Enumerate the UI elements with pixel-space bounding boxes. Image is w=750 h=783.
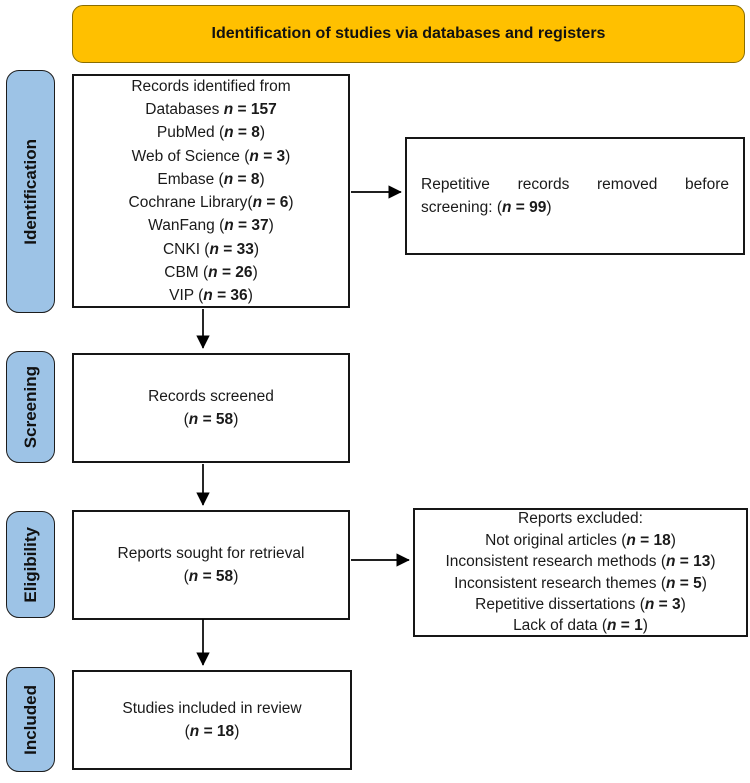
text-line: (n = 58)	[183, 568, 239, 585]
text-line: Not original articles (n = 18)	[485, 531, 676, 549]
text-line: VIP (n = 36)	[169, 287, 253, 304]
text-line: Studies included in review	[122, 699, 302, 717]
text-line: Databases n = 157	[145, 101, 277, 118]
stage-label-text: Screening	[20, 365, 40, 449]
text-line: screening: (n = 99)	[421, 199, 552, 216]
box-reports-excluded: Reports excluded: Not original articles (…	[413, 508, 748, 637]
text-line: Inconsistent research methods (n = 13)	[445, 553, 716, 571]
stage-label-text: Included	[20, 684, 40, 755]
stage-label-eligibility: Eligibility	[6, 511, 55, 618]
stage-label-included: Included	[6, 667, 55, 772]
text-line: Records screened	[148, 387, 274, 405]
text-line: Web of Science (n = 3)	[131, 147, 291, 165]
text-line: Reports excluded:	[518, 510, 643, 528]
stage-label-identification: Identification	[6, 70, 55, 313]
stage-label-text: Identification	[20, 138, 40, 245]
stage-label-text: Eligibility	[20, 526, 40, 603]
box-records-removed: Repetitive records removed before screeni…	[405, 137, 745, 255]
stage-label-screening: Screening	[6, 351, 55, 463]
text-line: WanFang (n = 37)	[148, 217, 274, 235]
text-line: Embase (n = 8)	[157, 170, 265, 188]
text-line: Lack of data (n = 1)	[513, 617, 648, 635]
box-studies-included: Studies included in review (n = 18)	[72, 670, 352, 770]
text-line: Records identified from	[131, 77, 291, 95]
text-line: (n = 58)	[183, 411, 239, 428]
text-line: Inconsistent research themes (n = 5)	[454, 574, 707, 592]
text-line: Reports sought for retrieval	[117, 544, 305, 562]
banner-title: Identification of studies via databases …	[72, 5, 745, 63]
text-line: Cochrane Library(n = 6)	[128, 194, 294, 211]
text-line: PubMed (n = 8)	[156, 124, 266, 142]
text-line: CNKI (n = 33)	[162, 240, 260, 258]
text-line: (n = 18)	[184, 723, 240, 740]
text-line: Repetitive records removed before	[421, 175, 729, 193]
banner-title-text: Identification of studies via databases …	[211, 25, 606, 42]
text-line: Repetitive dissertations (n = 3)	[475, 595, 686, 613]
box-reports-sought: Reports sought for retrieval (n = 58)	[72, 510, 350, 620]
text-line: CBM (n = 26)	[164, 263, 258, 281]
box-records-screened: Records screened (n = 58)	[72, 353, 350, 463]
